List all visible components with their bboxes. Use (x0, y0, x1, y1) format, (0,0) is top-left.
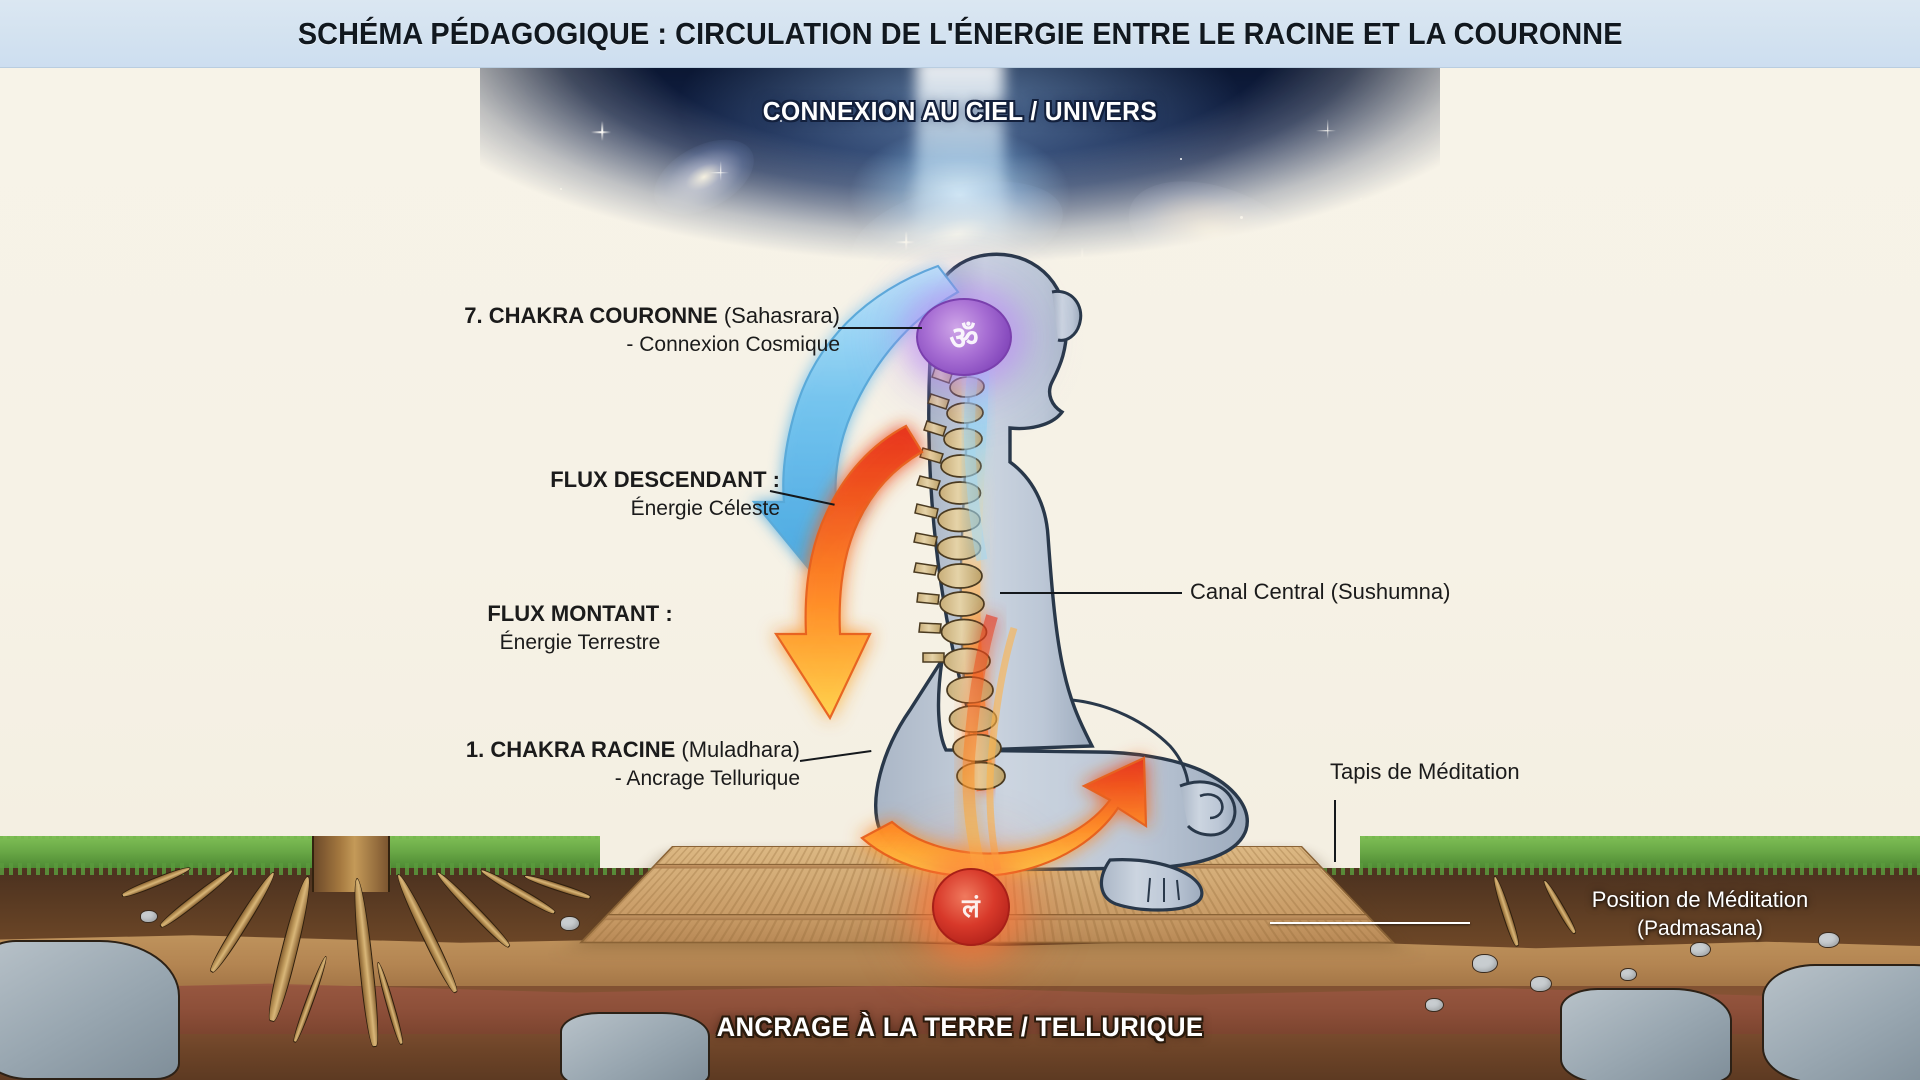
title-bar: SCHÉMA PÉDAGOGIQUE : CIRCULATION DE L'ÉN… (0, 0, 1920, 68)
star-icon (830, 264, 832, 266)
label-root-line2: - Ancrage Tellurique (614, 766, 800, 790)
label-position-line2: (Padmasana) (1636, 916, 1764, 940)
label-descending-flux: FLUX DESCENDANT : Énergie Céleste (360, 466, 780, 522)
page-title: SCHÉMA PÉDAGOGIQUE : CIRCULATION DE L'ÉN… (297, 15, 1623, 51)
label-ascending-line2: Énergie Terrestre (499, 630, 661, 654)
star-icon (1325, 128, 1330, 133)
label-crown-line2: - Connexion Cosmique (626, 332, 840, 356)
pebble (1530, 976, 1552, 992)
star-icon (1000, 112, 1002, 114)
leader-line-canal (1000, 592, 1182, 594)
star-icon (718, 170, 723, 175)
label-meditation-position: Position de Méditation (Padmasana) (1490, 886, 1910, 942)
light-beam (916, 68, 1004, 273)
pebble (560, 916, 580, 931)
star-icon (600, 130, 604, 134)
ascending-energy-arrow (773, 424, 924, 721)
sky-banner-label: CONNEXION AU CIEL / UNIVERS (762, 96, 1158, 126)
root-chakra-symbol: लं (932, 868, 1010, 946)
energy-stream-warm (986, 626, 1018, 871)
star-icon (560, 188, 562, 190)
star-icon (1140, 106, 1142, 108)
label-ascending-line1: FLUX MONTANT : (487, 601, 673, 626)
pebble (1472, 954, 1498, 973)
rock (0, 940, 180, 1080)
star-icon (780, 120, 782, 122)
rock (560, 1012, 710, 1080)
rock (1762, 964, 1920, 1080)
pebble (1690, 942, 1711, 957)
rock (1560, 988, 1732, 1080)
star-icon (1360, 198, 1362, 200)
tree-trunk (312, 836, 390, 892)
leader-line-crown (838, 327, 922, 329)
energy-stream-warm (962, 614, 998, 872)
pebble (1818, 932, 1840, 948)
crown-chakra-symbol: ॐ (916, 298, 1012, 376)
pebble (1425, 998, 1444, 1012)
label-descending-line1: FLUX DESCENDANT : (550, 467, 780, 492)
star-icon (1180, 158, 1182, 160)
cosmic-sky-region: CONNEXION AU CIEL / UNIVERS (480, 68, 1440, 273)
root-chakra-glyph: लं (962, 893, 980, 923)
label-canal-text: Canal Central (Sushumna) (1190, 579, 1451, 604)
star-icon (660, 246, 662, 248)
label-position-line1: Position de Méditation (1591, 887, 1809, 912)
star-icon (1240, 216, 1243, 219)
label-crown-chakra: 7. CHAKRA COURONNE (Sahasrara) - Connexi… (320, 302, 840, 358)
pebble (140, 910, 158, 923)
label-meditation-mat: Tapis de Méditation (1330, 758, 1660, 787)
label-mat-text: Tapis de Méditation (1330, 759, 1520, 784)
crown-chakra-glyph: ॐ (949, 319, 979, 356)
label-ascending-flux: FLUX MONTANT : Énergie Terrestre (380, 600, 780, 656)
leader-line-position (1270, 922, 1470, 924)
star-icon (1385, 254, 1387, 256)
label-crown-line1: 7. CHAKRA COURONNE (Sahasrara) (464, 303, 840, 328)
pebble (1620, 968, 1637, 981)
label-descending-line2: Énergie Céleste (630, 496, 780, 520)
meditating-figure (751, 252, 1249, 912)
label-root-chakra: 1. CHAKRA RACINE (Muladhara) - Ancrage T… (300, 736, 800, 792)
leader-line-mat (1334, 800, 1336, 862)
descending-energy-arrow (751, 264, 960, 572)
label-root-line1: 1. CHAKRA RACINE (Muladhara) (465, 737, 800, 762)
label-central-canal: Canal Central (Sushumna) (1190, 578, 1610, 607)
ground-banner-label: ANCRAGE À LA TERRE / TELLURIQUE (716, 1012, 1204, 1042)
